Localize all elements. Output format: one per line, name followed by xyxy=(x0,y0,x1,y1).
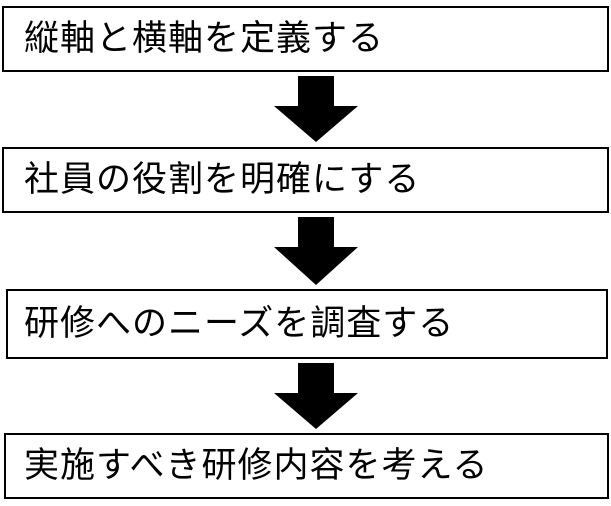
down-arrow-icon xyxy=(274,76,358,142)
step-label: 縦軸と横軸を定義する xyxy=(24,18,385,59)
step-label: 社員の役割を明確にする xyxy=(24,159,421,200)
step-label: 研修へのニーズを調査する xyxy=(24,303,455,344)
step-box-clarify-roles: 社員の役割を明確にする xyxy=(2,147,609,213)
step-box-define-axes: 縦軸と横軸を定義する xyxy=(2,6,609,72)
down-arrow-icon xyxy=(274,217,358,285)
step-box-survey-needs: 研修へのニーズを調査する xyxy=(6,289,608,359)
step-label: 実施すべき研修内容を考える xyxy=(24,445,489,486)
down-arrow-icon xyxy=(274,363,358,429)
step-box-plan-training: 実施すべき研修内容を考える xyxy=(4,433,609,499)
